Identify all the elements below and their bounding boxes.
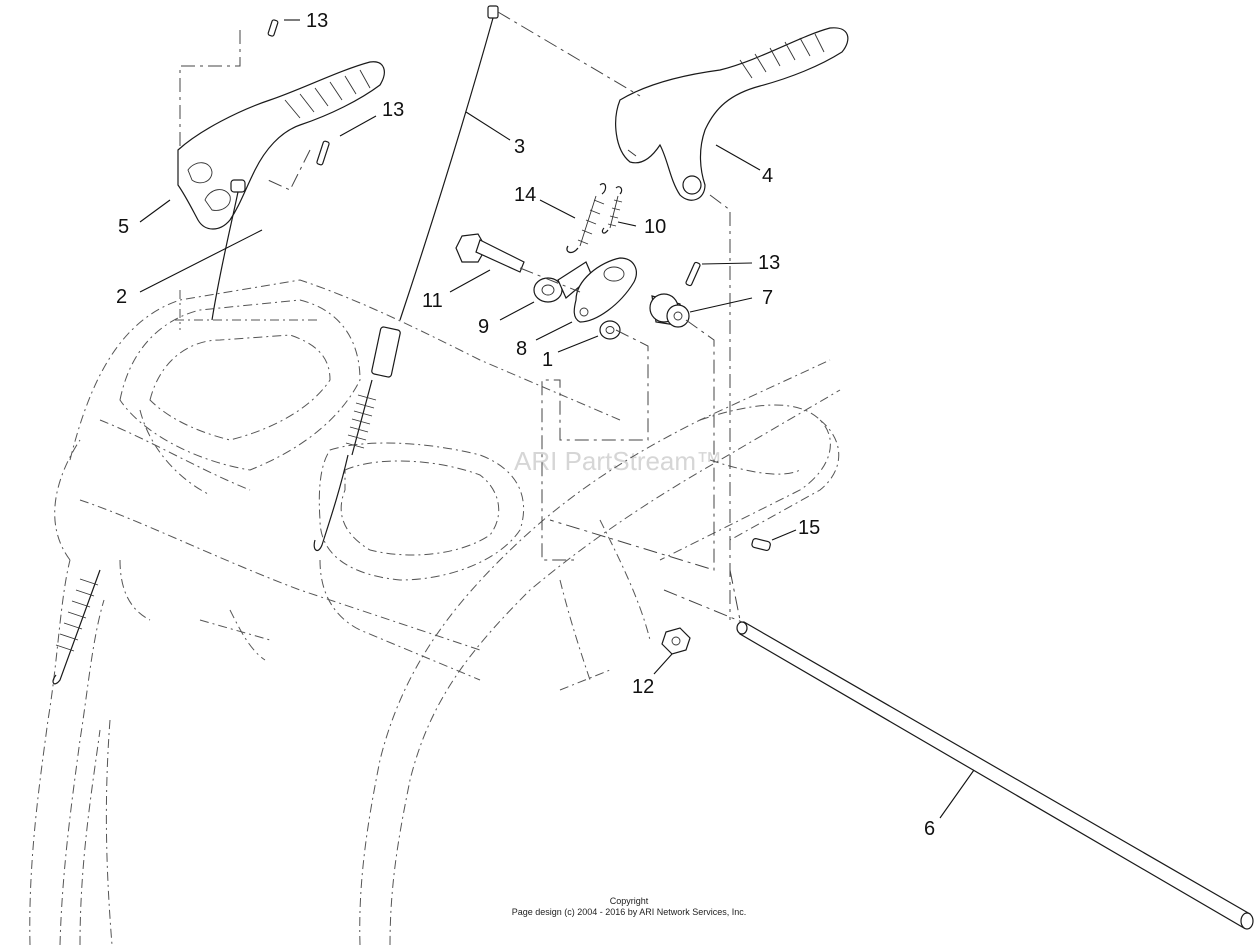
part-13-roll-pins xyxy=(267,19,701,287)
callout-10: 10 xyxy=(644,216,666,238)
part-5-left-lever xyxy=(177,61,385,230)
callout-1: 1 xyxy=(542,349,553,371)
part-6-shaft-rod xyxy=(736,621,1254,930)
callout-4: 4 xyxy=(762,165,773,187)
right-handle-frame xyxy=(359,359,841,945)
callout-15: 15 xyxy=(798,517,820,539)
engine-shroud xyxy=(69,279,621,681)
callout-5: 5 xyxy=(118,216,129,238)
part-7-bushing xyxy=(649,293,690,328)
part-2-link-rod xyxy=(211,179,246,321)
callout-9: 9 xyxy=(478,316,489,338)
assembly-lines xyxy=(179,11,743,623)
watermark: ARI PartStream™ xyxy=(514,446,722,476)
callout-13-left: 13 xyxy=(382,99,404,121)
part-9-bushing xyxy=(533,261,593,303)
left-extension-spring xyxy=(52,569,101,685)
part-11-shoulder-bolt xyxy=(455,233,525,273)
callout-12: 12 xyxy=(632,676,654,698)
part-15-pin xyxy=(751,538,771,552)
callout-7: 7 xyxy=(762,287,773,309)
part-3-control-cable xyxy=(313,5,499,552)
callout-11: 11 xyxy=(422,290,443,312)
callout-14: 14 xyxy=(514,184,536,206)
callout-labels: 13 13 3 4 5 14 10 13 2 11 7 9 8 1 15 12 … xyxy=(116,10,935,840)
part-4-right-lever xyxy=(615,27,849,201)
callout-8: 8 xyxy=(516,338,527,360)
part-10-spring xyxy=(601,186,623,234)
part-14-spring xyxy=(566,183,607,254)
callout-13-right: 13 xyxy=(758,252,780,274)
copyright-line: Copyright xyxy=(609,896,649,906)
callout-6: 6 xyxy=(924,818,935,840)
callout-2: 2 xyxy=(116,286,127,308)
left-handle-frame xyxy=(29,439,113,945)
part-12-nut xyxy=(661,627,691,655)
callout-3: 3 xyxy=(514,136,525,158)
part-8-plate xyxy=(573,257,637,323)
part-1-washer xyxy=(599,320,621,340)
leader-lines xyxy=(139,19,975,819)
page-design-credit: Page design (c) 2004 - 2016 by ARI Netwo… xyxy=(511,907,747,917)
callout-13-top: 13 xyxy=(306,10,328,32)
